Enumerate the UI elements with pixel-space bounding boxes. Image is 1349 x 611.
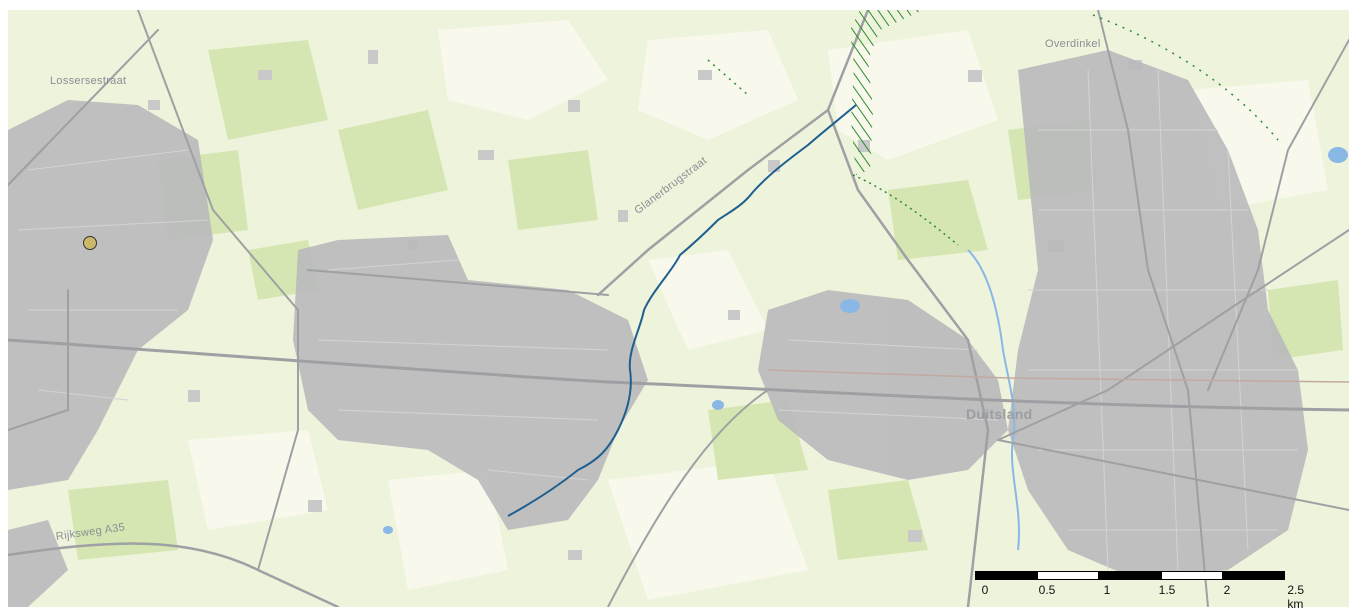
scale-segment — [1037, 571, 1099, 580]
map-view[interactable]: Lossersestraat Overdinkel Glanerbrugstra… — [8, 10, 1349, 607]
scale-segment — [975, 571, 1037, 580]
nature-boundary-dotted — [852, 174, 959, 246]
scale-segment — [1223, 571, 1285, 580]
light-fields — [188, 20, 1328, 600]
scale-bar: 0 0.5 1 1.5 2 2.5 km — [975, 571, 1304, 611]
map-canvas — [8, 10, 1349, 607]
scale-tick: 0 — [981, 583, 989, 597]
railway — [767, 369, 1349, 383]
urban-streets — [17, 69, 1298, 571]
scale-tick: 0.5 — [1038, 583, 1056, 597]
scale-tick: 2 — [1223, 583, 1231, 597]
label-duitsland: Duitsland — [966, 406, 1033, 422]
stream-glanerbeek — [507, 104, 857, 517]
urban-areas — [8, 50, 1308, 607]
nature-area-hatched — [850, 10, 923, 175]
scale-tick: 1.5 — [1158, 583, 1176, 597]
label-lossersestraat: Lossersestraat — [50, 75, 127, 87]
scale-segment — [1161, 571, 1223, 580]
roads — [8, 10, 1349, 607]
nature-boundary-dotted-n — [707, 59, 749, 96]
label-overdinkel: Overdinkel — [1045, 38, 1101, 50]
scale-segment — [1099, 571, 1161, 580]
scale-tick: 1 — [1103, 583, 1111, 597]
water-bodies — [383, 147, 1348, 534]
river-dinkel — [967, 249, 1020, 551]
location-marker[interactable] — [83, 236, 97, 250]
